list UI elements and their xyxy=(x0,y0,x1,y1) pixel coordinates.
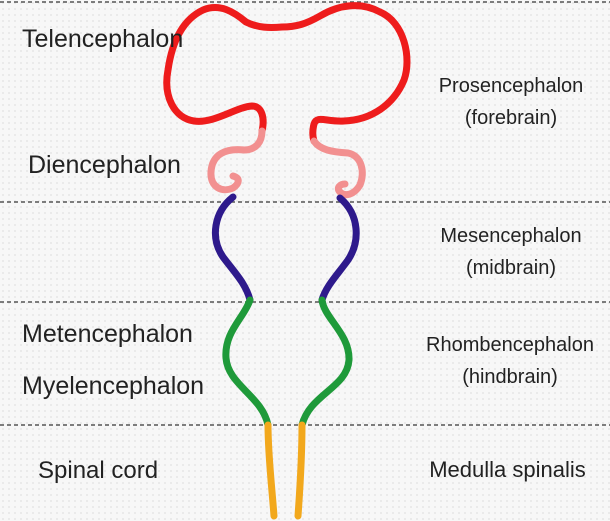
label-mesencephalon: Mesencephalon (midbrain) xyxy=(426,220,596,284)
label-prosencephalon-common: (forebrain) xyxy=(426,102,596,134)
label-prosencephalon: Prosencephalon (forebrain) xyxy=(426,70,596,134)
label-metencephalon: Metencephalon xyxy=(22,320,193,349)
label-rhombencephalon-common: (hindbrain) xyxy=(410,361,610,393)
label-diencephalon: Diencephalon xyxy=(28,151,181,180)
spinal-cord-outline-right xyxy=(298,425,302,516)
diencephalon-outline-right xyxy=(314,141,362,195)
label-rhombencephalon-name: Rhombencephalon xyxy=(410,329,610,361)
label-myelencephalon: Myelencephalon xyxy=(22,372,204,401)
rhombencephalon-outline-right xyxy=(302,300,349,425)
rhombencephalon-outline-left xyxy=(226,300,268,425)
label-telencephalon: Telencephalon xyxy=(22,25,183,54)
label-mesencephalon-name: Mesencephalon xyxy=(426,220,596,252)
telencephalon-outline xyxy=(167,6,407,141)
label-medulla-spinalis: Medulla spinalis xyxy=(410,454,605,486)
label-mesencephalon-common: (midbrain) xyxy=(426,252,596,284)
diencephalon-outline-left xyxy=(211,131,262,190)
label-prosencephalon-name: Prosencephalon xyxy=(426,70,596,102)
spinal-cord-outline-left xyxy=(268,425,274,516)
label-rhombencephalon: Rhombencephalon (hindbrain) xyxy=(410,329,610,393)
label-medulla-spinalis-name: Medulla spinalis xyxy=(410,454,605,486)
mesencephalon-outline-left xyxy=(215,197,250,300)
label-spinal-cord: Spinal cord xyxy=(38,457,158,485)
mesencephalon-outline-right xyxy=(322,198,356,300)
